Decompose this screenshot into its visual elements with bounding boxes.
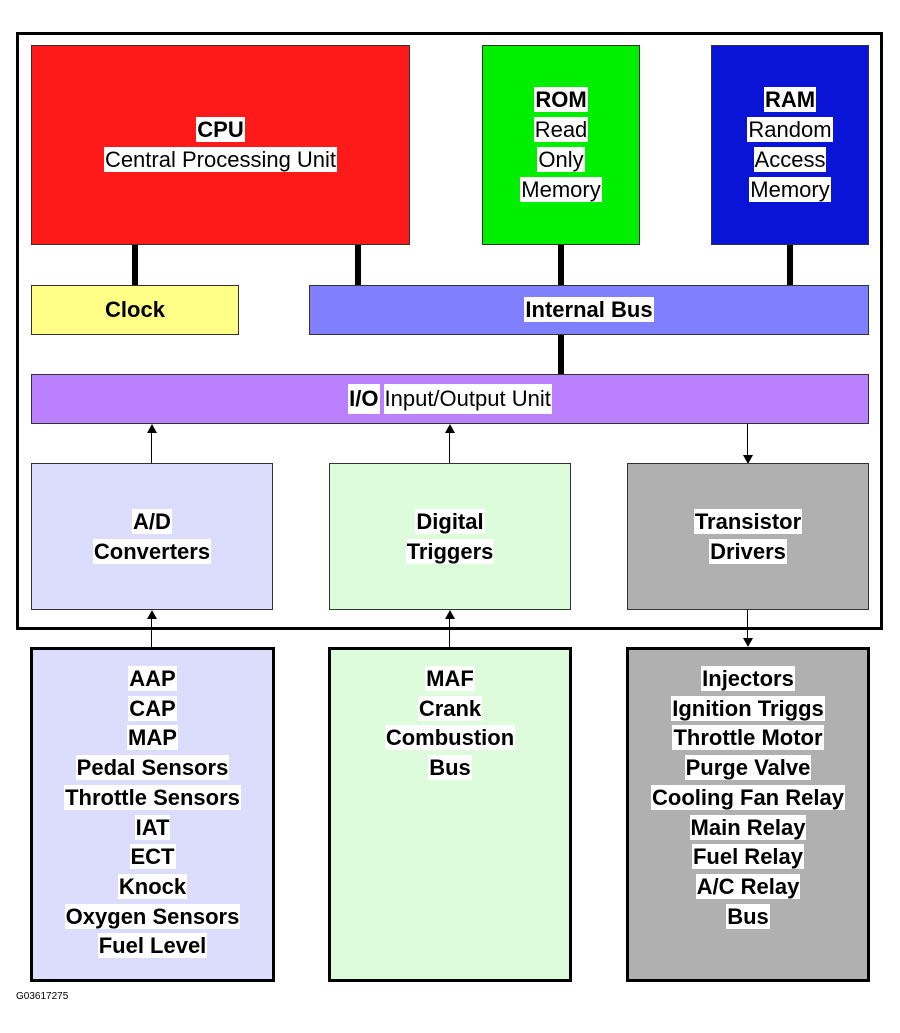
io-abbr: I/O [348, 384, 380, 414]
transistor-line: Drivers [709, 538, 787, 564]
cpu-abbr: CPU [196, 117, 245, 142]
transistor-line: Transistor [693, 508, 803, 534]
sensor-item: Oxygen Sensors [64, 903, 241, 929]
rom-block: ROM Read Only Memory [482, 45, 640, 245]
actuators-box: Injectors Ignition Triggs Throttle Motor… [626, 647, 870, 982]
cpu-block: CPU Central Processing Unit [31, 45, 410, 245]
arrowhead-up-icon [445, 424, 455, 433]
rom-line: Memory [520, 177, 602, 202]
arrowhead-up-icon [147, 610, 157, 619]
transistor-drivers-block: Transistor Drivers [627, 463, 869, 610]
arrowhead-up-icon [147, 424, 157, 433]
digital-inputs-box: MAF Crank Combustion Bus [328, 647, 572, 982]
sensor-item: IAT [134, 814, 171, 840]
digital-input-item: MAF [425, 666, 475, 691]
digital-line: Digital [415, 508, 485, 534]
digital-line: Triggers [405, 538, 495, 564]
sensor-item: CAP [128, 695, 177, 721]
sensors-to-ad-arrow [151, 618, 152, 648]
rom-line: Only [537, 147, 585, 172]
clock-block: Clock [31, 285, 239, 335]
cpu-bus-connector [355, 245, 361, 287]
ram-bus-connector [787, 245, 793, 287]
sensor-item: Fuel Level [97, 933, 208, 959]
ad-converters-block: A/D Converters [31, 463, 273, 610]
sensor-item: Pedal Sensors [75, 755, 230, 781]
digital-input-item: Bus [428, 755, 472, 781]
actuator-item: Main Relay [689, 814, 807, 840]
ram-line: Memory [749, 177, 831, 202]
digital-to-io-arrow [449, 432, 450, 464]
ram-abbr: RAM [763, 87, 817, 112]
figure-id: G03617275 [16, 991, 69, 1002]
inputs-to-digital-arrow [449, 618, 450, 648]
actuator-item: Purge Valve [684, 755, 812, 781]
cpu-full-name: Central Processing Unit [103, 147, 338, 172]
sensor-item: MAP [127, 725, 178, 751]
transistor-to-actuators-arrow [747, 610, 748, 640]
arrowhead-down-icon [743, 638, 753, 647]
sensors-box: AAP CAP MAP Pedal Sensors Throttle Senso… [30, 647, 275, 982]
rom-line: Read [533, 117, 589, 142]
digital-triggers-block: Digital Triggers [329, 463, 571, 610]
actuator-item: Bus [726, 903, 770, 929]
actuator-item: A/C Relay [695, 873, 801, 899]
bus-io-connector [558, 334, 564, 376]
ad-to-io-arrow [151, 432, 152, 464]
sensor-item: ECT [129, 844, 176, 870]
actuator-item: Injectors [701, 666, 795, 691]
rom-bus-connector [558, 245, 564, 287]
internal-bus-block: Internal Bus [309, 285, 869, 335]
actuator-item: Ignition Triggs [671, 695, 825, 721]
ad-line: Converters [92, 538, 212, 564]
actuator-item: Fuel Relay [691, 844, 805, 870]
cpu-clock-connector [132, 245, 138, 287]
sensor-item: Throttle Sensors [64, 784, 241, 810]
ad-line: A/D [132, 508, 172, 534]
actuator-item: Throttle Motor [672, 725, 824, 751]
internal-bus-label: Internal Bus [524, 297, 654, 322]
digital-input-item: Crank [417, 695, 483, 721]
arrowhead-down-icon [743, 455, 753, 464]
io-to-transistor-arrow [747, 424, 748, 456]
ram-line: Random [747, 117, 833, 142]
io-block: I/O Input/Output Unit [31, 374, 869, 424]
sensor-item: AAP [128, 666, 177, 691]
sensor-item: Knock [117, 873, 188, 899]
actuator-item: Cooling Fan Relay [651, 784, 845, 810]
arrowhead-up-icon [445, 610, 455, 619]
digital-input-item: Combustion [384, 725, 516, 751]
ram-block: RAM Random Access Memory [711, 45, 869, 245]
clock-label: Clock [105, 297, 165, 322]
rom-abbr: ROM [534, 87, 588, 112]
io-full-name: Input/Output Unit [383, 384, 552, 414]
ram-line: Access [753, 147, 827, 172]
